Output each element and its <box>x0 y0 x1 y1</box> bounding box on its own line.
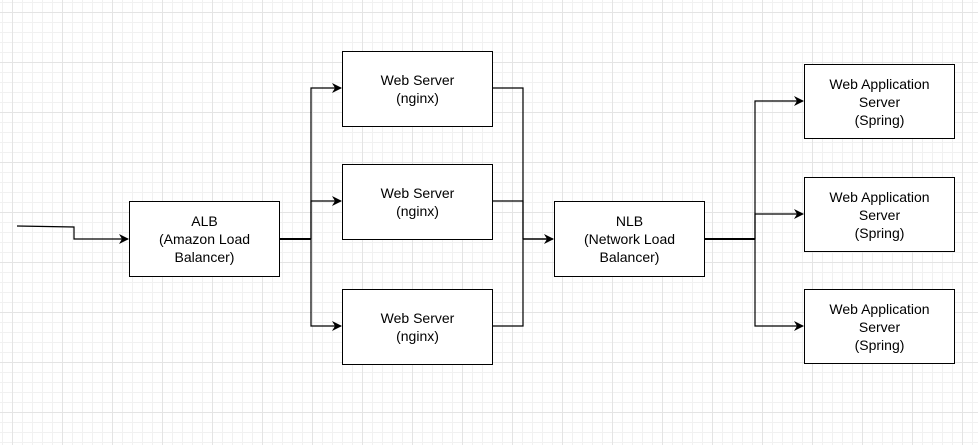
web-server-2-line-2: (nginx) <box>396 203 439 219</box>
app-server-1-line-2: Server <box>858 93 901 110</box>
web-server-2-line-1: Web Server <box>380 185 455 201</box>
app-server-node-1[interactable]: Web Application Server (Spring) <box>804 64 955 139</box>
app-server-1-line-1: Web Application <box>829 75 930 92</box>
app-server-1-line-3: (Spring) <box>854 111 905 128</box>
edge-nlb-app1 <box>754 96 804 239</box>
edge-web1-nlb <box>493 87 524 239</box>
web-server-node-3[interactable]: Web Server (nginx) <box>342 289 493 365</box>
app-server-3-line-3: (Spring) <box>854 336 905 353</box>
app-server-node-2[interactable]: Web Application Server (Spring) <box>804 177 955 252</box>
web-server-3-line-1: Web Server <box>380 310 455 326</box>
edge-web2-nlb <box>493 200 524 239</box>
alb-node-line-2: (Amazon Load <box>158 231 251 247</box>
alb-node[interactable]: ALB (Amazon Load Balancer) <box>129 201 280 277</box>
nlb-node-line-2: (Network Load <box>583 231 676 247</box>
web-server-1-line-1: Web Server <box>380 72 455 88</box>
nlb-node-line-1: NLB <box>615 213 644 229</box>
app-server-2-line-1: Web Application <box>829 188 930 205</box>
alb-node-line-1: ALB <box>191 213 218 229</box>
edge-web3-nlb <box>493 239 524 327</box>
edge-nlb-app3 <box>754 239 804 331</box>
web-server-node-2[interactable]: Web Server (nginx) <box>342 164 493 240</box>
app-server-2-line-3: (Spring) <box>854 224 905 241</box>
edge-input-alb <box>16 225 129 244</box>
edge-nlb-app2 <box>754 209 804 239</box>
app-server-3-line-2: Server <box>858 318 901 335</box>
nlb-node-line-3: Balancer) <box>599 249 660 265</box>
web-server-1-line-2: (nginx) <box>396 90 439 106</box>
app-server-2-line-2: Server <box>858 206 901 223</box>
alb-node-line-3: Balancer) <box>174 249 235 265</box>
web-server-node-1[interactable]: Web Server (nginx) <box>342 51 493 127</box>
edge-alb-web1 <box>310 83 342 239</box>
edge-alb-web3 <box>310 239 342 331</box>
edge-alb-web2 <box>310 196 342 239</box>
web-server-3-line-2: (nginx) <box>396 328 439 344</box>
nlb-node[interactable]: NLB (Network Load Balancer) <box>554 201 705 277</box>
app-server-node-3[interactable]: Web Application Server (Spring) <box>804 289 955 364</box>
app-server-3-line-1: Web Application <box>829 300 930 317</box>
